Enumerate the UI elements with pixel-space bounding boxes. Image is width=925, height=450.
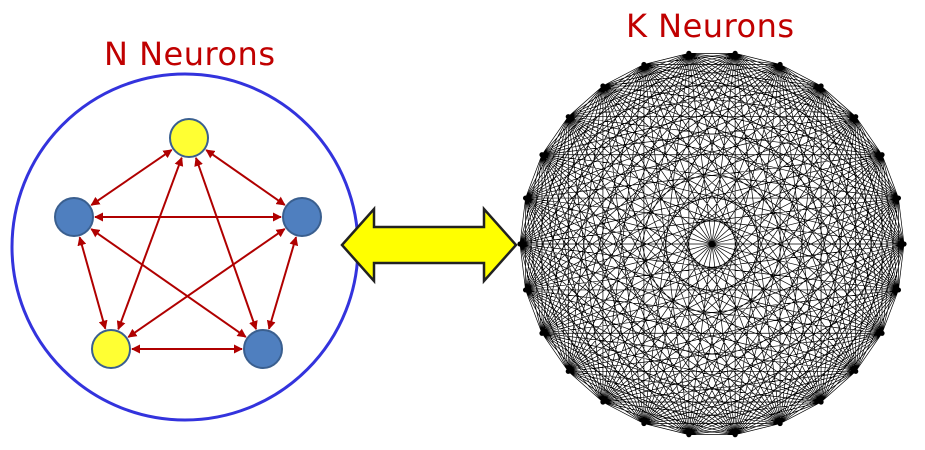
n-neurons-title: N Neurons — [104, 35, 276, 73]
k-neuron-node — [818, 399, 824, 405]
k-neurons-network — [517, 50, 907, 438]
k-neuron-node — [565, 368, 571, 374]
k-neuron-node — [600, 399, 606, 405]
k-neuron-node — [686, 432, 692, 438]
k-neuron-node — [853, 368, 859, 374]
k-neuron-node — [565, 114, 571, 120]
n-neurons-nodes — [54, 118, 322, 369]
k-neuron-node — [517, 241, 523, 247]
connection-arrow — [116, 156, 184, 331]
k-neuron-node — [600, 83, 606, 89]
connection-arrow — [205, 149, 286, 206]
k-neuron-node — [777, 61, 783, 68]
k-neuron-node — [522, 287, 529, 293]
neuron-node-yellow — [91, 329, 131, 369]
k-neuron-node — [777, 420, 783, 427]
k-neuron-node — [522, 195, 529, 201]
k-neuron-node — [641, 61, 647, 68]
k-neuron-node — [539, 152, 545, 158]
k-neuron-node — [732, 432, 738, 438]
connection-arrow — [266, 236, 299, 330]
double-headed-arrow-icon — [340, 205, 518, 285]
k-neuron-node — [539, 330, 545, 336]
connection-arrow — [90, 228, 247, 338]
connection-arrow — [90, 149, 173, 206]
k-neuron-node — [732, 50, 738, 57]
k-neuron-node — [686, 50, 692, 57]
k-neurons-connections — [519, 53, 905, 435]
neuron-node-blue — [282, 197, 322, 237]
neuron-node-blue — [54, 197, 94, 237]
connection-arrow — [127, 228, 286, 338]
k-neuron-node — [853, 114, 859, 120]
k-neuron-node — [895, 287, 902, 293]
neuron-node-yellow — [169, 118, 209, 158]
connection-arrow — [77, 236, 108, 330]
n-neurons-connections — [77, 149, 299, 354]
k-neuron-node — [901, 241, 907, 247]
k-neuron-node — [641, 420, 647, 427]
k-neuron-node — [818, 83, 824, 89]
k-neuron-node — [879, 152, 885, 158]
k-neuron-node — [879, 330, 885, 336]
connection-arrow — [194, 156, 258, 331]
k-neurons-title: K Neurons — [626, 7, 795, 45]
neuron-node-blue — [243, 329, 283, 369]
k-neuron-node — [895, 195, 902, 201]
